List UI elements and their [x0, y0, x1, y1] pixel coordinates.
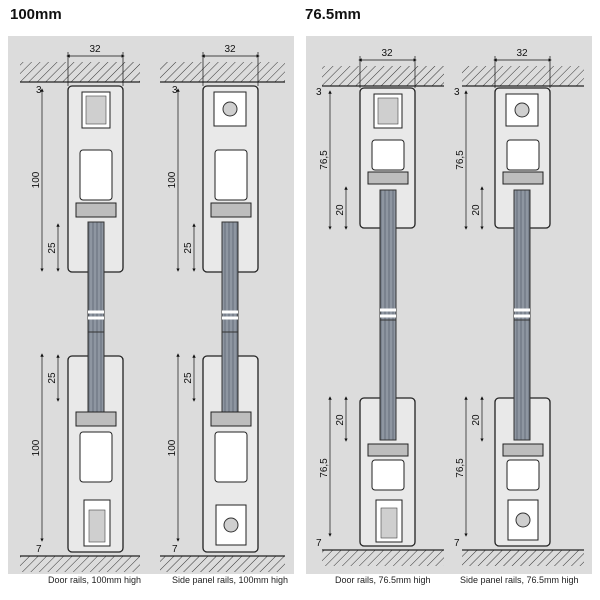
dim-bottom-gap-side-100: 7: [172, 544, 178, 555]
ceiling-hatch-100: [20, 62, 285, 83]
dim-bottom-gap-door-765: 7: [316, 538, 322, 549]
heading-100mm: 100mm: [10, 6, 62, 23]
dim-rail-bottom-door-765: 76,5: [319, 458, 330, 478]
dimension-labels-765: 32 32 3 3 7 7 76,5 20 76,5 20 76,5 20 76…: [316, 48, 528, 549]
dim-rail-bottom-side-765: 76,5: [455, 458, 466, 478]
dim-bottom-gap-door-100: 7: [36, 544, 42, 555]
side-panel-rail-100: [202, 85, 259, 553]
dim-width-side-100: 32: [224, 44, 236, 55]
dim-top-gap-side-765: 3: [454, 87, 460, 98]
dim-top-gap-door-765: 3: [316, 87, 322, 98]
floor-hatch-765: [322, 549, 584, 566]
dim-rail-bottom-side-100: 100: [167, 439, 178, 456]
dim-width-door-100: 32: [89, 44, 101, 55]
dimension-lines-765: [328, 56, 552, 537]
door-rail-765: [359, 87, 416, 547]
dim-rail-top-door-765: 76,5: [319, 150, 330, 170]
side-panel-rail-765: [494, 87, 551, 547]
ceiling-hatch-765: [322, 66, 584, 87]
dim-top-gap-door-100: 3: [36, 85, 42, 96]
dim-width-side-765: 32: [516, 48, 528, 59]
dim-glass-top-door-765: 20: [335, 204, 346, 216]
dim-bottom-gap-side-765: 7: [454, 538, 460, 549]
dim-top-gap-side-100: 3: [172, 85, 178, 96]
dimension-lines-100: [40, 52, 260, 542]
dim-glass-bottom-door-765: 20: [335, 414, 346, 426]
dimension-labels-100: 32 32 3 3 7 7 100 25 100 25 100 25 100 2…: [31, 44, 236, 555]
dim-width-door-765: 32: [381, 48, 393, 59]
caption-door-rails-765: Door rails, 76.5mm high: [335, 575, 431, 585]
dim-glass-bottom-side-765: 20: [471, 414, 482, 426]
door-rail-100: [67, 85, 124, 553]
dim-glass-bottom-door-100: 25: [47, 372, 58, 384]
dim-rail-top-side-100: 100: [167, 171, 178, 188]
dim-rail-top-side-765: 76,5: [455, 150, 466, 170]
dim-rail-bottom-door-100: 100: [31, 439, 42, 456]
dim-rail-top-door-100: 100: [31, 171, 42, 188]
dim-glass-top-side-765: 20: [471, 204, 482, 216]
dim-glass-top-door-100: 25: [47, 242, 58, 254]
heading-76-5mm: 76.5mm: [305, 6, 361, 23]
dim-glass-top-side-100: 25: [183, 242, 194, 254]
caption-door-rails-100: Door rails, 100mm high: [48, 575, 142, 585]
dim-glass-bottom-side-100: 25: [183, 372, 194, 384]
caption-side-panel-rails-100: Side panel rails, 100mm high: [172, 575, 289, 585]
caption-side-panel-rails-765: Side panel rails, 76.5mm high: [460, 575, 579, 585]
floor-hatch-100: [20, 555, 285, 572]
